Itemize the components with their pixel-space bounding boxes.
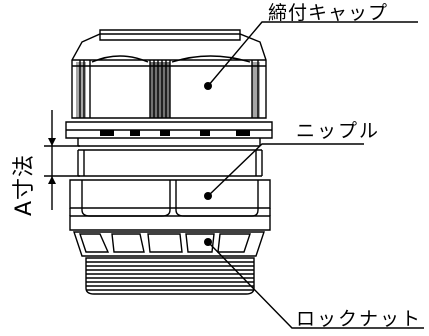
leader-lines xyxy=(207,21,424,329)
label-lock-nut: ロックナット xyxy=(296,308,423,330)
lock-nut xyxy=(69,215,271,257)
label-dimension-a-wrapper: A寸法 xyxy=(2,118,42,218)
label-dimension-a: A寸法 xyxy=(12,153,37,216)
dimension-a xyxy=(44,110,80,210)
tightening-cap xyxy=(65,29,273,147)
label-tightening-cap: 締付キャップ xyxy=(268,2,389,24)
label-nipple: ニップル xyxy=(296,120,381,142)
nipple xyxy=(69,149,271,217)
